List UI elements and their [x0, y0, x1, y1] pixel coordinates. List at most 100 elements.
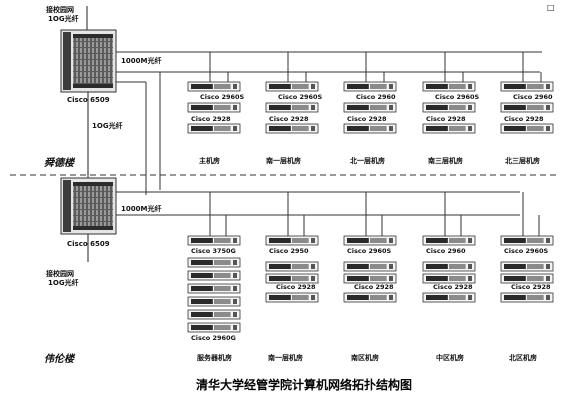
bottom-room-3: Cisco 2960S Cisco 2928: [343, 235, 397, 303]
switch-unit: [343, 261, 397, 272]
switch-unit: [265, 102, 319, 113]
campus-link-bottom: 接校园网 1OG光纤: [46, 234, 89, 287]
campus-link-bottom-line2: 1OG光纤: [48, 278, 79, 287]
bottom-room-1: Cisco 3750G Cisco 2960G: [187, 235, 241, 342]
switch-unit: [422, 102, 476, 113]
uplink-bottom-label: 1000M光纤: [121, 204, 161, 213]
switch-label: Cisco 2960G: [191, 334, 236, 342]
switch-unit: [343, 102, 397, 113]
switch-label: Cisco 2960S: [435, 93, 480, 101]
switch-unit: [265, 81, 319, 92]
switch-unit: [187, 309, 241, 320]
switch-unit: [187, 123, 241, 134]
corner-mark: □: [547, 3, 555, 12]
bottom-room-label-4: 中区机房: [436, 353, 464, 362]
switch-label: Cisco 2960S: [278, 93, 323, 101]
switch-unit: [500, 123, 554, 134]
bottom-trunk: 1000M光纤: [116, 191, 520, 216]
switch-unit: [500, 102, 554, 113]
switch-label: Cisco 2928: [354, 283, 394, 291]
switch-unit: [500, 81, 554, 92]
top-room-label-3: 北一层机房: [350, 156, 385, 165]
top-room-2: Cisco 2960S Cisco 2928: [265, 81, 323, 134]
switch-unit: [500, 273, 554, 284]
top-room-label-1: 主机房: [199, 156, 220, 165]
switch-label: Cisco 2960: [356, 93, 396, 101]
switch-unit: [343, 81, 397, 92]
switch-unit: [500, 235, 554, 246]
building-label-top: 舜德楼: [44, 157, 76, 169]
bottom-room-label-1: 服务器机房: [197, 353, 232, 362]
switch-label: Cisco 2928: [433, 283, 473, 291]
switch-unit: [422, 261, 476, 272]
campus-link-top: 接校园网 1OG光纤: [46, 5, 88, 30]
switch-unit: [422, 123, 476, 134]
switch-unit: [187, 81, 241, 92]
switch-unit: [500, 292, 554, 303]
switch-unit: [187, 283, 241, 294]
switch-label: Cisco 2960: [426, 247, 466, 255]
top-room-label-2: 南一层机房: [266, 156, 301, 165]
bottom-room-label-3: 南区机房: [351, 353, 379, 362]
switch-unit: [187, 257, 241, 268]
campus-link-top-line1: 接校园网: [46, 5, 74, 14]
switch-unit: [500, 261, 554, 272]
top-room-label-4: 南三层机房: [428, 156, 463, 165]
bottom-room-labels: 服务器机房 南一层机房 南区机房 中区机房 北区机房: [197, 353, 537, 362]
switch-unit: [343, 235, 397, 246]
top-room-drops: [209, 52, 542, 82]
bottom-room-drops: [209, 192, 540, 236]
switch-label: Cisco 2928: [191, 115, 231, 123]
switch-unit: [187, 270, 241, 281]
top-room-label-5: 北三层机房: [505, 156, 540, 165]
switch-label: Cisco 2960S: [347, 247, 392, 255]
inter-link-label: 1OG光纤: [92, 121, 123, 130]
switch-label: Cisco 2960: [513, 93, 553, 101]
switch-label: Cisco 2928: [426, 115, 466, 123]
bottom-room-5: Cisco 2960S Cisco 2928: [500, 235, 554, 303]
switch-label: Cisco 2950: [269, 247, 309, 255]
campus-link-bottom-line1: 接校园网: [46, 269, 74, 278]
switch-unit: [343, 273, 397, 284]
top-room-4: Cisco 2960S Cisco 2928: [422, 81, 480, 134]
diagram-title: 清华大学经管学院计算机网络拓扑结构图: [196, 377, 412, 392]
switch-unit: [422, 273, 476, 284]
switch-label: Cisco 2928: [347, 115, 387, 123]
switch-unit: [343, 123, 397, 134]
top-room-1: Cisco 2960S Cisco 2928: [187, 81, 245, 134]
switch-label: Cisco 2960S: [504, 247, 549, 255]
bottom-room-label-5: 北区机房: [509, 353, 537, 362]
switch-unit: [265, 261, 319, 272]
top-trunk: 1000M光纤: [116, 51, 542, 195]
switch-unit: [187, 235, 241, 246]
switch-unit: [265, 292, 319, 303]
switch-label: Cisco 2928: [504, 115, 544, 123]
top-room-labels: 主机房 南一层机房 北一层机房 南三层机房 北三层机房: [199, 156, 540, 165]
switch-unit: [422, 235, 476, 246]
building-label-bottom: 伟伦楼: [44, 353, 76, 365]
switch-unit: [187, 102, 241, 113]
switch-label: Cisco 2928: [269, 115, 309, 123]
switch-unit: [265, 273, 319, 284]
switch-unit: [265, 123, 319, 134]
switch-unit: [343, 292, 397, 303]
campus-link-top-line2: 1OG光纤: [48, 14, 79, 23]
switch-unit: [422, 81, 476, 92]
switch-label: Cisco 2960S: [200, 93, 245, 101]
bottom-room-label-2: 南一层机房: [268, 353, 303, 362]
switch-unit: [422, 292, 476, 303]
switch-unit: [187, 296, 241, 307]
switch-unit: [187, 322, 241, 333]
switch-label: Cisco 3750G: [191, 247, 236, 255]
switch-label: Cisco 2928: [511, 283, 551, 291]
uplink-top-label: 1000M光纤: [121, 56, 161, 65]
switch-unit: [265, 235, 319, 246]
switch-label: Cisco 2928: [276, 283, 316, 291]
